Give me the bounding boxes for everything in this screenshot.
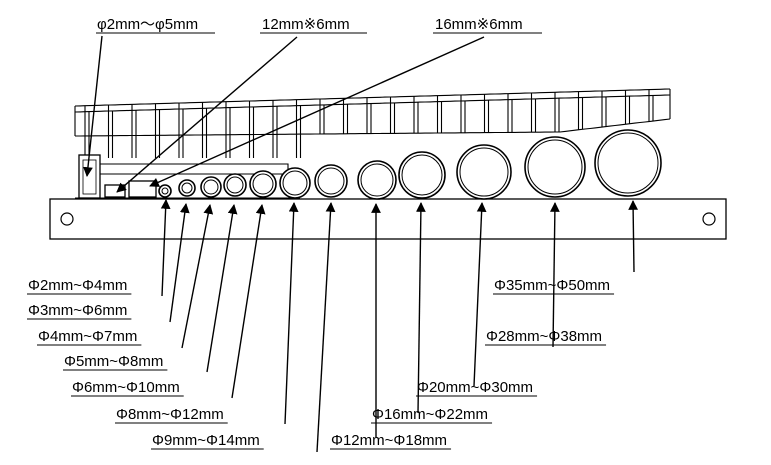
hole-inner xyxy=(181,182,193,194)
hole-outer xyxy=(249,170,277,198)
leader-line xyxy=(83,35,103,177)
hole-row xyxy=(158,129,662,200)
wire-box-inner xyxy=(82,159,97,195)
ladder-top-rail xyxy=(74,88,671,107)
hole-inner xyxy=(459,147,509,197)
label-wire-range: φ2mm～φ5mm xyxy=(97,16,198,33)
hole-outer xyxy=(524,136,586,198)
hole-label: Φ16mm~Φ22mm xyxy=(372,406,488,423)
hole-outer xyxy=(178,179,196,197)
leader-line xyxy=(149,36,485,187)
hole-label: Φ3mm~Φ6mm xyxy=(28,302,127,319)
hole-outer xyxy=(314,164,348,198)
leader-line xyxy=(231,204,266,399)
hole-inner xyxy=(226,176,244,194)
base-plate xyxy=(49,198,727,240)
label-slot-16x6: 16mm※6mm xyxy=(435,16,523,33)
hole-label: Φ12mm~Φ18mm xyxy=(331,432,447,449)
leader-line xyxy=(181,204,214,349)
hole-label: Φ4mm~Φ7mm xyxy=(38,328,137,345)
hole-label: Φ28mm~Φ38mm xyxy=(486,328,602,345)
leader-line xyxy=(415,202,426,414)
hole-outer xyxy=(357,160,397,200)
hole-label: Φ6mm~Φ10mm xyxy=(72,379,180,396)
hole-inner xyxy=(252,173,274,195)
leader-line xyxy=(628,200,639,273)
hole-inner xyxy=(597,132,659,194)
hole-outer xyxy=(279,167,311,199)
leader-line xyxy=(284,202,299,425)
hole-label: Φ20mm~Φ30mm xyxy=(417,379,533,396)
ladder-top-rail-inner xyxy=(74,94,671,113)
leader-line xyxy=(160,199,171,297)
top-labels: φ2mm～φ5mm 12mm※6mm 16mm※6mm xyxy=(96,16,542,34)
hole-inner xyxy=(401,154,443,196)
hole-label: Φ35mm~Φ50mm xyxy=(494,277,610,294)
hole-inner xyxy=(360,163,394,197)
hole-label: Φ5mm~Φ8mm xyxy=(64,353,163,370)
hole-outer xyxy=(158,184,172,198)
ladder-frame xyxy=(74,88,671,199)
hole-outer xyxy=(594,129,662,197)
hole-inner xyxy=(282,170,308,196)
hole-inner xyxy=(527,139,583,195)
slot-16x6 xyxy=(128,180,157,198)
leader-line xyxy=(206,204,238,373)
wire-box xyxy=(78,154,101,199)
leader-line xyxy=(549,202,560,348)
hole-label: Φ2mm~Φ4mm xyxy=(28,277,127,294)
hole-inner xyxy=(203,179,219,195)
leader-line xyxy=(169,203,190,323)
hole-label: Φ9mm~Φ14mm xyxy=(152,432,260,449)
mount-hole-left xyxy=(60,212,74,226)
leader-line xyxy=(116,36,298,193)
label-slot-12x6: 12mm※6mm xyxy=(262,16,350,33)
hole-inner xyxy=(161,187,169,195)
mount-hole-right xyxy=(702,212,716,226)
hole-outer xyxy=(456,144,512,200)
hole-inner xyxy=(317,167,345,195)
leader-line xyxy=(473,202,487,387)
hole-labels: Φ2mm~Φ4mmΦ3mm~Φ6mmΦ4mm~Φ7mmΦ5mm~Φ8mmΦ6mm… xyxy=(27,277,615,450)
ladder-bottom-rail xyxy=(75,118,671,137)
hole-label: Φ8mm~Φ12mm xyxy=(116,406,224,423)
hole-outer xyxy=(398,151,446,199)
leader-line xyxy=(316,202,336,453)
leader-lines xyxy=(83,35,639,453)
